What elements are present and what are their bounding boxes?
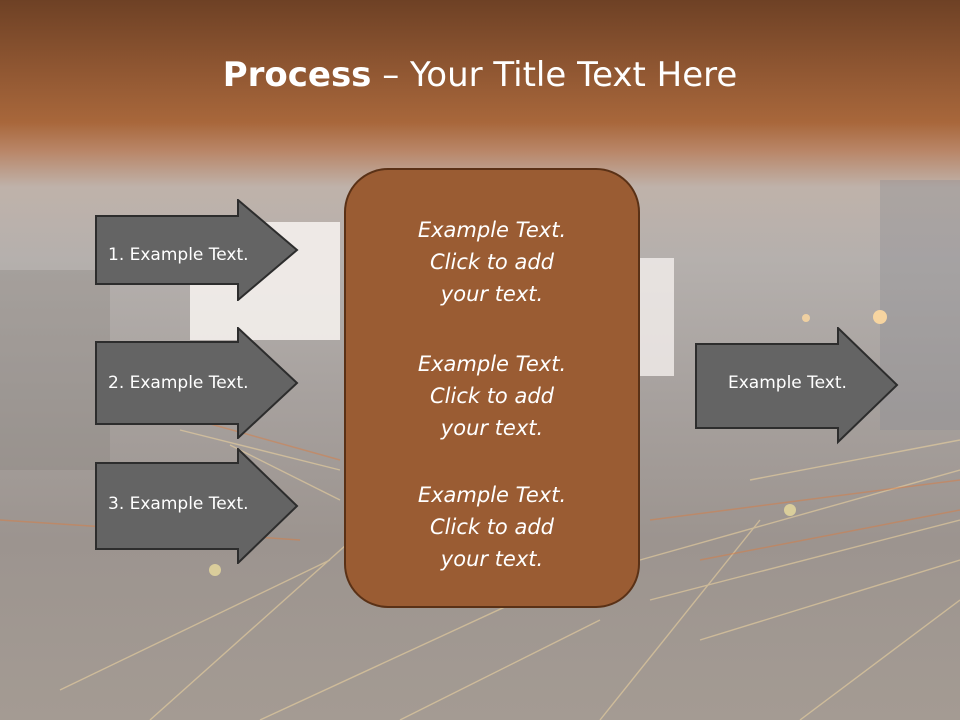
left-arrow-label: 1. Example Text. — [108, 245, 249, 265]
title-bold: Process — [222, 55, 372, 95]
center-text-line: Click to add — [429, 250, 554, 274]
arrow-right-icon — [95, 327, 299, 439]
arrow-right-icon — [95, 199, 299, 301]
arrow-right-icon — [95, 448, 299, 564]
center-text-block-3: Example Text. Click to add your text. — [346, 479, 638, 575]
center-text-box[interactable]: Example Text. Click to add your text. Ex… — [344, 168, 640, 608]
arrow-right-icon — [695, 327, 899, 445]
center-text-block-2: Example Text. Click to add your text. — [346, 348, 638, 444]
center-text-line: Example Text. — [417, 218, 567, 242]
slide-title[interactable]: Process – Your Title Text Here — [0, 52, 960, 98]
left-arrow-label: 3. Example Text. — [108, 494, 249, 514]
center-text-line: Example Text. — [417, 352, 567, 376]
center-text-line: your text. — [440, 416, 544, 440]
right-arrow-label: Example Text. — [728, 373, 847, 393]
center-text-line: your text. — [440, 282, 544, 306]
right-arrow[interactable]: Example Text. — [695, 327, 900, 445]
center-text-line: Example Text. — [417, 483, 567, 507]
title-rest: – Your Title Text Here — [371, 55, 738, 95]
center-text-line: Click to add — [429, 384, 554, 408]
center-text-line: your text. — [440, 547, 544, 571]
left-arrow-3[interactable]: 3. Example Text. — [95, 448, 300, 564]
left-arrow-2[interactable]: 2. Example Text. — [95, 327, 300, 439]
left-arrow-1[interactable]: 1. Example Text. — [95, 199, 300, 301]
center-text-line: Click to add — [429, 515, 554, 539]
left-arrow-label: 2. Example Text. — [108, 373, 249, 393]
center-text-block-1: Example Text. Click to add your text. — [346, 214, 638, 310]
